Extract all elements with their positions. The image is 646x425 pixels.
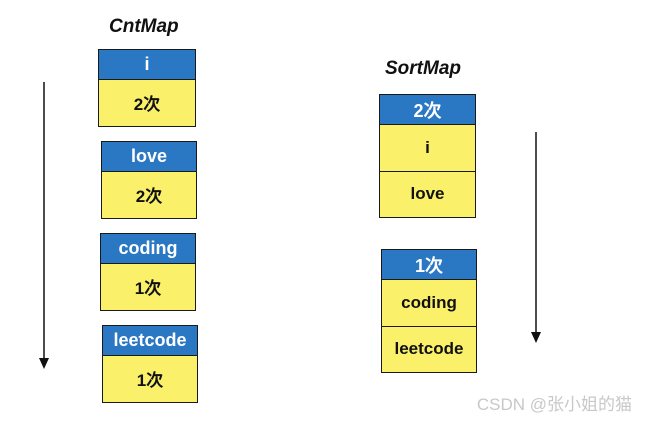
sortmap-group: 1次 coding leetcode <box>381 249 477 373</box>
watermark: CSDN @张小姐的猫 <box>476 395 632 414</box>
cntmap-entry: leetcode 1次 <box>102 325 198 403</box>
sortmap-count: 2次 <box>380 95 475 125</box>
sortmap-order-arrow <box>531 132 541 343</box>
cntmap-key: coding <box>101 234 195 264</box>
cntmap-count: 1次 <box>136 371 164 390</box>
sortmap-count: 1次 <box>382 250 476 280</box>
sortmap-key: love <box>380 171 475 216</box>
cntmap-entry: i 2次 <box>98 49 196 127</box>
cntmap-entry: coding 1次 <box>100 233 196 311</box>
cntmap-title: CntMap <box>109 16 179 37</box>
cntmap-count: 2次 <box>135 187 163 206</box>
cntmap-count: 1次 <box>134 279 162 298</box>
sortmap-key: i <box>425 138 430 157</box>
cntmap-entry: love 2次 <box>101 141 197 219</box>
cntmap-order-arrow <box>39 82 49 369</box>
sortmap-title: SortMap <box>385 58 461 79</box>
cntmap-key: leetcode <box>103 326 197 356</box>
cntmap-count: 2次 <box>133 95 161 114</box>
cntmap-key: i <box>99 50 195 80</box>
sortmap-group: 2次 i love <box>379 94 476 218</box>
sortmap-key: coding <box>401 293 457 312</box>
sortmap-key: leetcode <box>382 326 476 371</box>
cntmap-key: love <box>102 142 196 172</box>
